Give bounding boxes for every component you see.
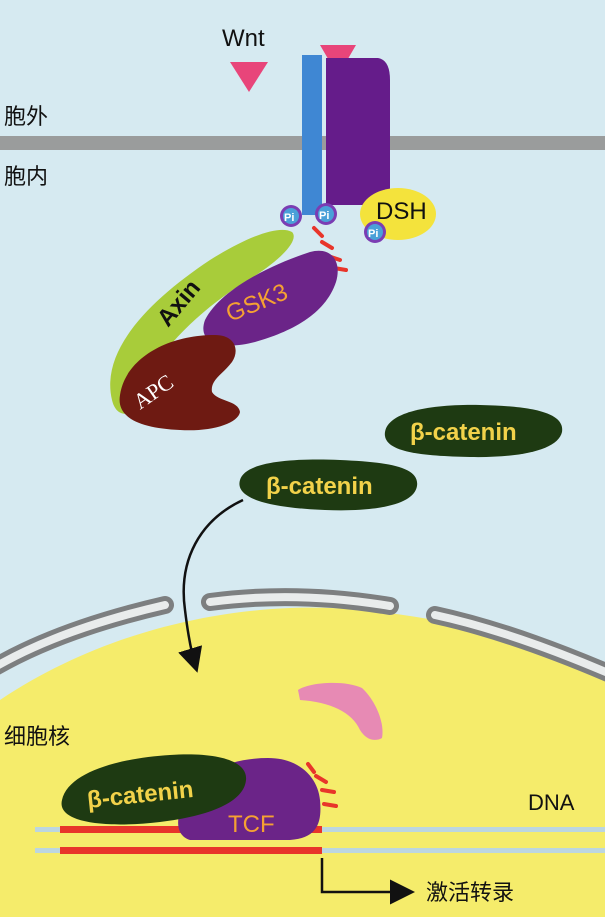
transcription-arrow bbox=[320, 858, 415, 905]
beta-catenin-label-1: β-catenin bbox=[410, 419, 517, 446]
tcf-activity-marks bbox=[306, 762, 338, 808]
gsk3-protein bbox=[203, 250, 338, 346]
apc-protein bbox=[119, 335, 240, 431]
beta-catenin-cytoplasmic-2 bbox=[239, 459, 418, 511]
beta-catenin-label-2: β-catenin bbox=[266, 473, 373, 500]
wnt-ligand-1 bbox=[230, 62, 268, 92]
nuclear-fragment bbox=[298, 682, 383, 740]
phosphate-group-1 bbox=[280, 205, 302, 227]
intracellular-label: 胞内 bbox=[4, 165, 48, 190]
tcf-label: TCF bbox=[228, 811, 275, 838]
nuclear-envelope bbox=[0, 588, 605, 682]
frizzled-receptor bbox=[326, 58, 390, 205]
beta-catenin-cytoplasmic-1 bbox=[384, 404, 563, 458]
pi-label-1: Pi bbox=[284, 212, 294, 224]
pi-label-2: Pi bbox=[319, 210, 329, 222]
phosphate-group-3 bbox=[364, 221, 386, 243]
axin-protein bbox=[110, 229, 294, 414]
nucleus-label: 细胞核 bbox=[4, 725, 70, 750]
wnt-label: Wnt bbox=[222, 25, 265, 52]
phosphate-group-2 bbox=[315, 203, 337, 225]
pi-label-3: Pi bbox=[368, 228, 378, 240]
dna-label: DNA bbox=[528, 790, 575, 815]
nuclear-translocation-arrow bbox=[178, 498, 244, 673]
dsh-label: DSH bbox=[376, 198, 427, 225]
lrp-receptor bbox=[302, 55, 322, 215]
beta-catenin-nuclear bbox=[61, 754, 247, 825]
extracellular-label: 胞外 bbox=[4, 105, 48, 130]
nucleus-region bbox=[0, 607, 605, 917]
activate-transcription-label: 激活转录 bbox=[426, 881, 514, 906]
